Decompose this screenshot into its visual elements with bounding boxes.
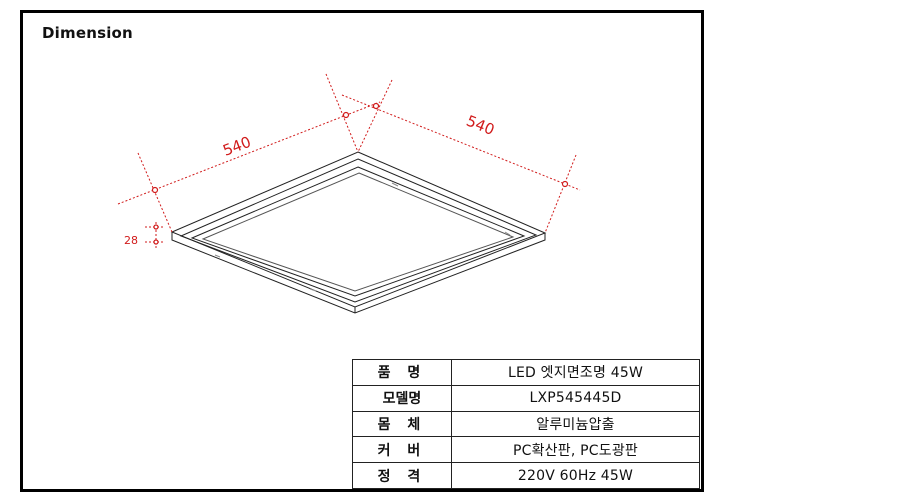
spec-label: 커 버 (352, 436, 452, 464)
spec-value: LXP545445D (451, 384, 700, 412)
panel-light-fixture (170, 151, 547, 314)
spec-row-product-name: 품 명 LED 엣지면조명 45W (352, 359, 700, 386)
spec-value: LED 엣지면조명 45W (451, 359, 700, 386)
spec-row-cover: 커 버 PC확산판, PC도광판 (352, 436, 700, 464)
spec-label: 몸 체 (352, 410, 452, 438)
spec-row-model: 모델명 LXP545445D (352, 384, 700, 412)
spec-row-rating: 정 격 220V 60Hz 45W (352, 462, 700, 489)
drawing-title: Dimension (42, 24, 133, 42)
drawing-frame (20, 10, 704, 492)
dimension-width-right: 540 (464, 112, 497, 139)
spec-label: 품 명 (352, 359, 452, 386)
dimension-points (151, 102, 569, 245)
spec-value: 알루미늄압출 (451, 410, 700, 438)
spec-label: 정 격 (352, 462, 452, 489)
spec-row-body: 몸 체 알루미늄압출 (352, 410, 700, 438)
spec-value: 220V 60Hz 45W (451, 462, 700, 489)
dimension-width-left: 540 (220, 133, 253, 160)
dimension-height: 28 (124, 234, 138, 247)
spec-value: PC확산판, PC도광판 (451, 436, 700, 464)
spec-label: 모델명 (352, 384, 452, 412)
spec-table: 품 명 LED 엣지면조명 45W 모델명 LXP545445D 몸 체 알루미… (352, 359, 700, 489)
